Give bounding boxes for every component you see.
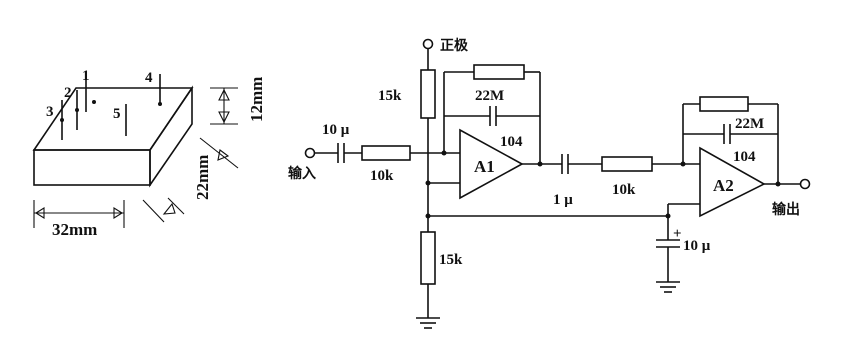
dim-width-mark-low bbox=[167, 197, 185, 215]
input-terminal bbox=[304, 147, 316, 159]
dim-height-arrow-bottom bbox=[218, 111, 230, 124]
junction-a2-out bbox=[775, 181, 781, 187]
r-feedback1 bbox=[473, 64, 525, 80]
opamp-a2-label: A2 bbox=[713, 176, 734, 195]
c-bypass-plus: + bbox=[673, 226, 682, 242]
output-label: 输出 bbox=[772, 201, 800, 218]
opamp-a1 bbox=[459, 128, 524, 200]
pin-1-label: 1 bbox=[82, 68, 90, 84]
r-feedback1-label: 22M bbox=[475, 88, 504, 104]
dim-height-label: 12mm bbox=[247, 77, 266, 122]
dim-width-arrow-low bbox=[162, 202, 176, 215]
opamp-a2 bbox=[699, 146, 766, 218]
c-bypass-label: 10 μ bbox=[683, 238, 711, 254]
r-input2-label: 10k bbox=[612, 182, 636, 198]
r-supply-label: 15k bbox=[378, 88, 402, 104]
r-supply bbox=[420, 69, 436, 119]
sensor-right-face bbox=[149, 85, 193, 188]
junction-a2-minus bbox=[680, 161, 686, 167]
opamp-a1-label: A1 bbox=[474, 157, 495, 176]
ground-symbol-2 bbox=[656, 281, 680, 293]
ground-symbol-1 bbox=[416, 317, 440, 329]
c-feedback2-label: 104 bbox=[733, 149, 756, 165]
dim-width-arrow-high bbox=[217, 149, 230, 161]
r-input-label: 10k bbox=[370, 168, 394, 184]
supply-terminal bbox=[422, 38, 434, 50]
pin-3-label: 3 bbox=[46, 104, 54, 120]
junction-a2-plus bbox=[665, 213, 671, 219]
amplifier-circuit: 正极 15k 15k 输入 10 μ 10k A1 bbox=[288, 37, 811, 329]
junction-a1-out bbox=[537, 161, 543, 167]
dim-height-arrow-top bbox=[218, 88, 230, 101]
c-feedback1-label: 104 bbox=[500, 134, 523, 150]
c-coupling-label: 1 μ bbox=[553, 192, 573, 208]
r-feedback2-label: 22M bbox=[735, 116, 764, 132]
r-input2 bbox=[601, 156, 653, 172]
pin-2-contact bbox=[75, 108, 79, 112]
pin-2-label: 2 bbox=[64, 85, 72, 101]
pin-5-label: 5 bbox=[113, 106, 121, 122]
dim-length-label: 32mm bbox=[52, 220, 97, 239]
dim-width-label: 22mm bbox=[193, 155, 212, 200]
output-terminal bbox=[799, 178, 811, 190]
junction-bias bbox=[425, 213, 431, 219]
sensor-front-face bbox=[33, 149, 151, 186]
dim-length-arrow-left bbox=[34, 207, 45, 219]
junction-a1-minus bbox=[441, 150, 447, 156]
dim-length-arrow-right bbox=[113, 207, 124, 219]
junction-a1-plus bbox=[425, 180, 431, 186]
supply-label: 正极 bbox=[440, 37, 469, 54]
pin-3-contact bbox=[60, 118, 64, 122]
pin-4-label: 4 bbox=[145, 70, 153, 86]
r-feedback2 bbox=[699, 96, 749, 112]
sensor-block: 1 2 3 4 5 32mm 22mm 12mm bbox=[32, 68, 266, 239]
r-bottom bbox=[420, 231, 436, 285]
dim-width-ext-low bbox=[142, 199, 165, 223]
c-input-label: 10 μ bbox=[322, 122, 350, 138]
input-label: 输入 bbox=[288, 165, 316, 182]
pin-4-contact bbox=[158, 102, 162, 106]
r-input bbox=[361, 145, 411, 161]
pin-1-contact bbox=[92, 100, 96, 104]
r-bottom-label: 15k bbox=[439, 252, 463, 268]
